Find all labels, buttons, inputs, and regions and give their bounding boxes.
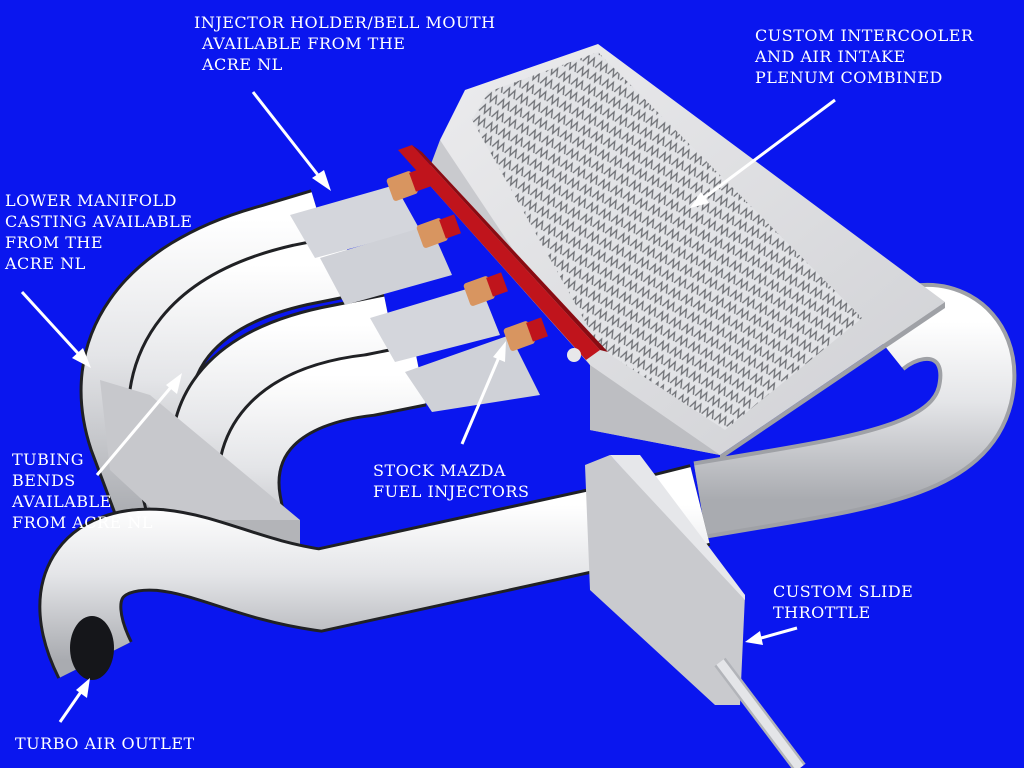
turbo-outlet-label: TURBO AIR OUTLET (15, 734, 195, 753)
injector-holder-label: INJECTOR HOLDER/BELL MOUTH AVAILABLE FRO… (194, 13, 496, 74)
fuel-injectors-label: STOCK MAZDA FUEL INJECTORS (373, 461, 530, 501)
fuel-injectors-arrow (460, 341, 506, 445)
slide-throttle-label: CUSTOM SLIDE THROTTLE (773, 582, 914, 622)
slide-throttle-arrow (745, 626, 798, 645)
fuel-injectors (386, 167, 548, 351)
slide-throttle (585, 455, 806, 768)
return-pipe (693, 283, 1017, 539)
lower-manifold-label: LOWER MANIFOLD CASTING AVAILABLE FROM TH… (5, 191, 193, 273)
injector-holder-arrow (251, 91, 331, 191)
turbo-outlet-arrow (58, 678, 90, 723)
tubing-bends-arrow (95, 373, 182, 476)
intercooler-arrow (690, 98, 836, 208)
intercooler-plenum (425, 44, 945, 460)
intercooler-label: CUSTOM INTERCOOLER AND AIR INTAKE PLENUM… (755, 26, 974, 87)
callout-arrows (20, 91, 836, 723)
lower-manifold-arrow (20, 290, 91, 368)
fuel-rail (398, 145, 608, 362)
turbo-pipe (38, 464, 711, 680)
tubing-bends-label: TUBING BENDS AVAILABLE FROM ACRE NL (12, 450, 153, 532)
injector-holders (290, 185, 540, 412)
